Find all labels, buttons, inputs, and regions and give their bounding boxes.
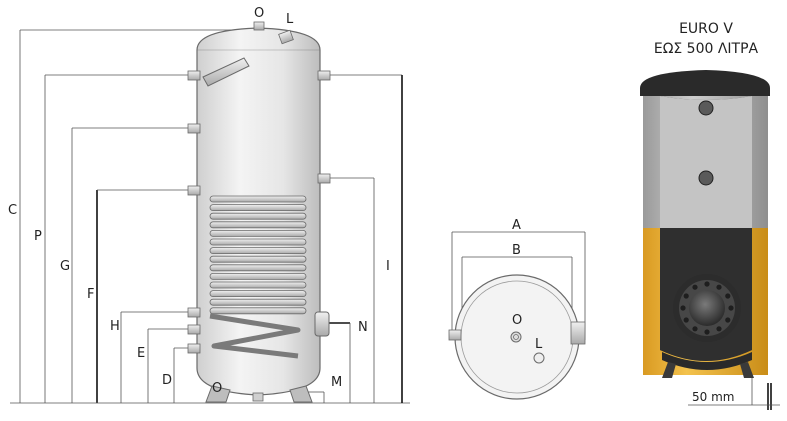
flange-bolt: [704, 281, 710, 287]
flange-bolt: [704, 329, 710, 335]
coil-loop: [209, 221, 307, 229]
label-n: N: [358, 320, 368, 335]
tank-foot-center: [252, 392, 264, 402]
inclined-pipe: [202, 57, 250, 87]
label-d: D: [162, 373, 172, 388]
label-c: C: [8, 203, 17, 218]
coil-loop: [209, 281, 307, 289]
top-cap: [640, 70, 770, 96]
nozzle-e: [187, 324, 201, 335]
label-drain-o: O: [212, 381, 222, 396]
nozzle-i: [317, 173, 331, 184]
nozzle-p: [187, 70, 201, 81]
inner-grey-panel: [660, 96, 752, 228]
label-e: E: [137, 346, 145, 361]
label-p: P: [34, 229, 42, 244]
coil-loop: [209, 307, 307, 315]
label-b: B: [512, 243, 521, 258]
product-title-line1: EURO V: [679, 21, 733, 37]
flange-bolt: [716, 284, 722, 290]
port-middle: [698, 170, 714, 186]
flange-bolt: [680, 305, 686, 311]
label-a: A: [512, 218, 521, 233]
top-view-nozzle-left: [448, 329, 462, 341]
label-f: F: [87, 287, 94, 302]
side-flange: [314, 311, 330, 337]
coil-loop: [209, 264, 307, 272]
dimension-50mm: 50 mm: [692, 390, 734, 404]
coil-loop: [209, 255, 307, 263]
coil-loop: [209, 195, 307, 203]
product-title-line2: ΕΩΣ 500 ΛΙΤΡΑ: [654, 41, 759, 57]
flange-center: [689, 290, 725, 326]
nozzle-h: [187, 307, 201, 318]
port-upper: [698, 100, 714, 116]
label-m: M: [331, 375, 342, 390]
dimension-lines-right: [308, 74, 403, 403]
label-o-top: O: [254, 6, 264, 21]
coil-loop: [209, 247, 307, 255]
leg-left: [662, 362, 676, 378]
coil-loop: [209, 204, 307, 212]
coil-loop: [209, 229, 307, 237]
flange-bolt: [725, 293, 731, 299]
coil-loop: [209, 238, 307, 246]
coil-loop: [209, 212, 307, 220]
tank-foot-right: [289, 385, 313, 403]
dimension-lines-left: [10, 29, 410, 404]
label-l-top: L: [286, 12, 294, 27]
product-view: [640, 70, 780, 410]
flange-bolt: [716, 326, 722, 332]
label-top-o: O: [512, 313, 522, 328]
label-h: H: [110, 319, 120, 334]
top-view-port-o: [510, 331, 522, 343]
flange-bolt: [692, 326, 698, 332]
flange-bolt: [683, 317, 689, 323]
top-view-nozzle-right: [570, 321, 586, 345]
label-g: G: [60, 259, 70, 274]
coil-return-pipe: [209, 313, 301, 359]
top-view: [448, 231, 586, 400]
coil-loop: [209, 290, 307, 298]
nozzle-f: [187, 185, 201, 196]
flange-bolt: [683, 293, 689, 299]
top-view-port-o-inner: [513, 334, 519, 340]
label-i: I: [386, 259, 390, 274]
flange-bolt: [692, 284, 698, 290]
flange-bolts: [680, 281, 734, 335]
tank-foot-left: [205, 385, 231, 403]
side-view: [10, 21, 410, 404]
flange-bolt: [728, 305, 734, 311]
nozzle-p-right: [317, 70, 331, 81]
heating-coil: [209, 195, 307, 359]
nozzle-d: [187, 343, 201, 354]
label-top-l: L: [535, 337, 543, 352]
top-connection-l: [278, 29, 294, 45]
top-connection-o: [253, 21, 265, 31]
nozzle-g: [187, 123, 201, 134]
top-view-port-l: [533, 352, 545, 364]
bottom-base: [662, 352, 752, 370]
coil-loop: [209, 298, 307, 306]
coil-loop: [209, 272, 307, 280]
flange-bolt: [725, 317, 731, 323]
leg-right: [740, 362, 754, 378]
